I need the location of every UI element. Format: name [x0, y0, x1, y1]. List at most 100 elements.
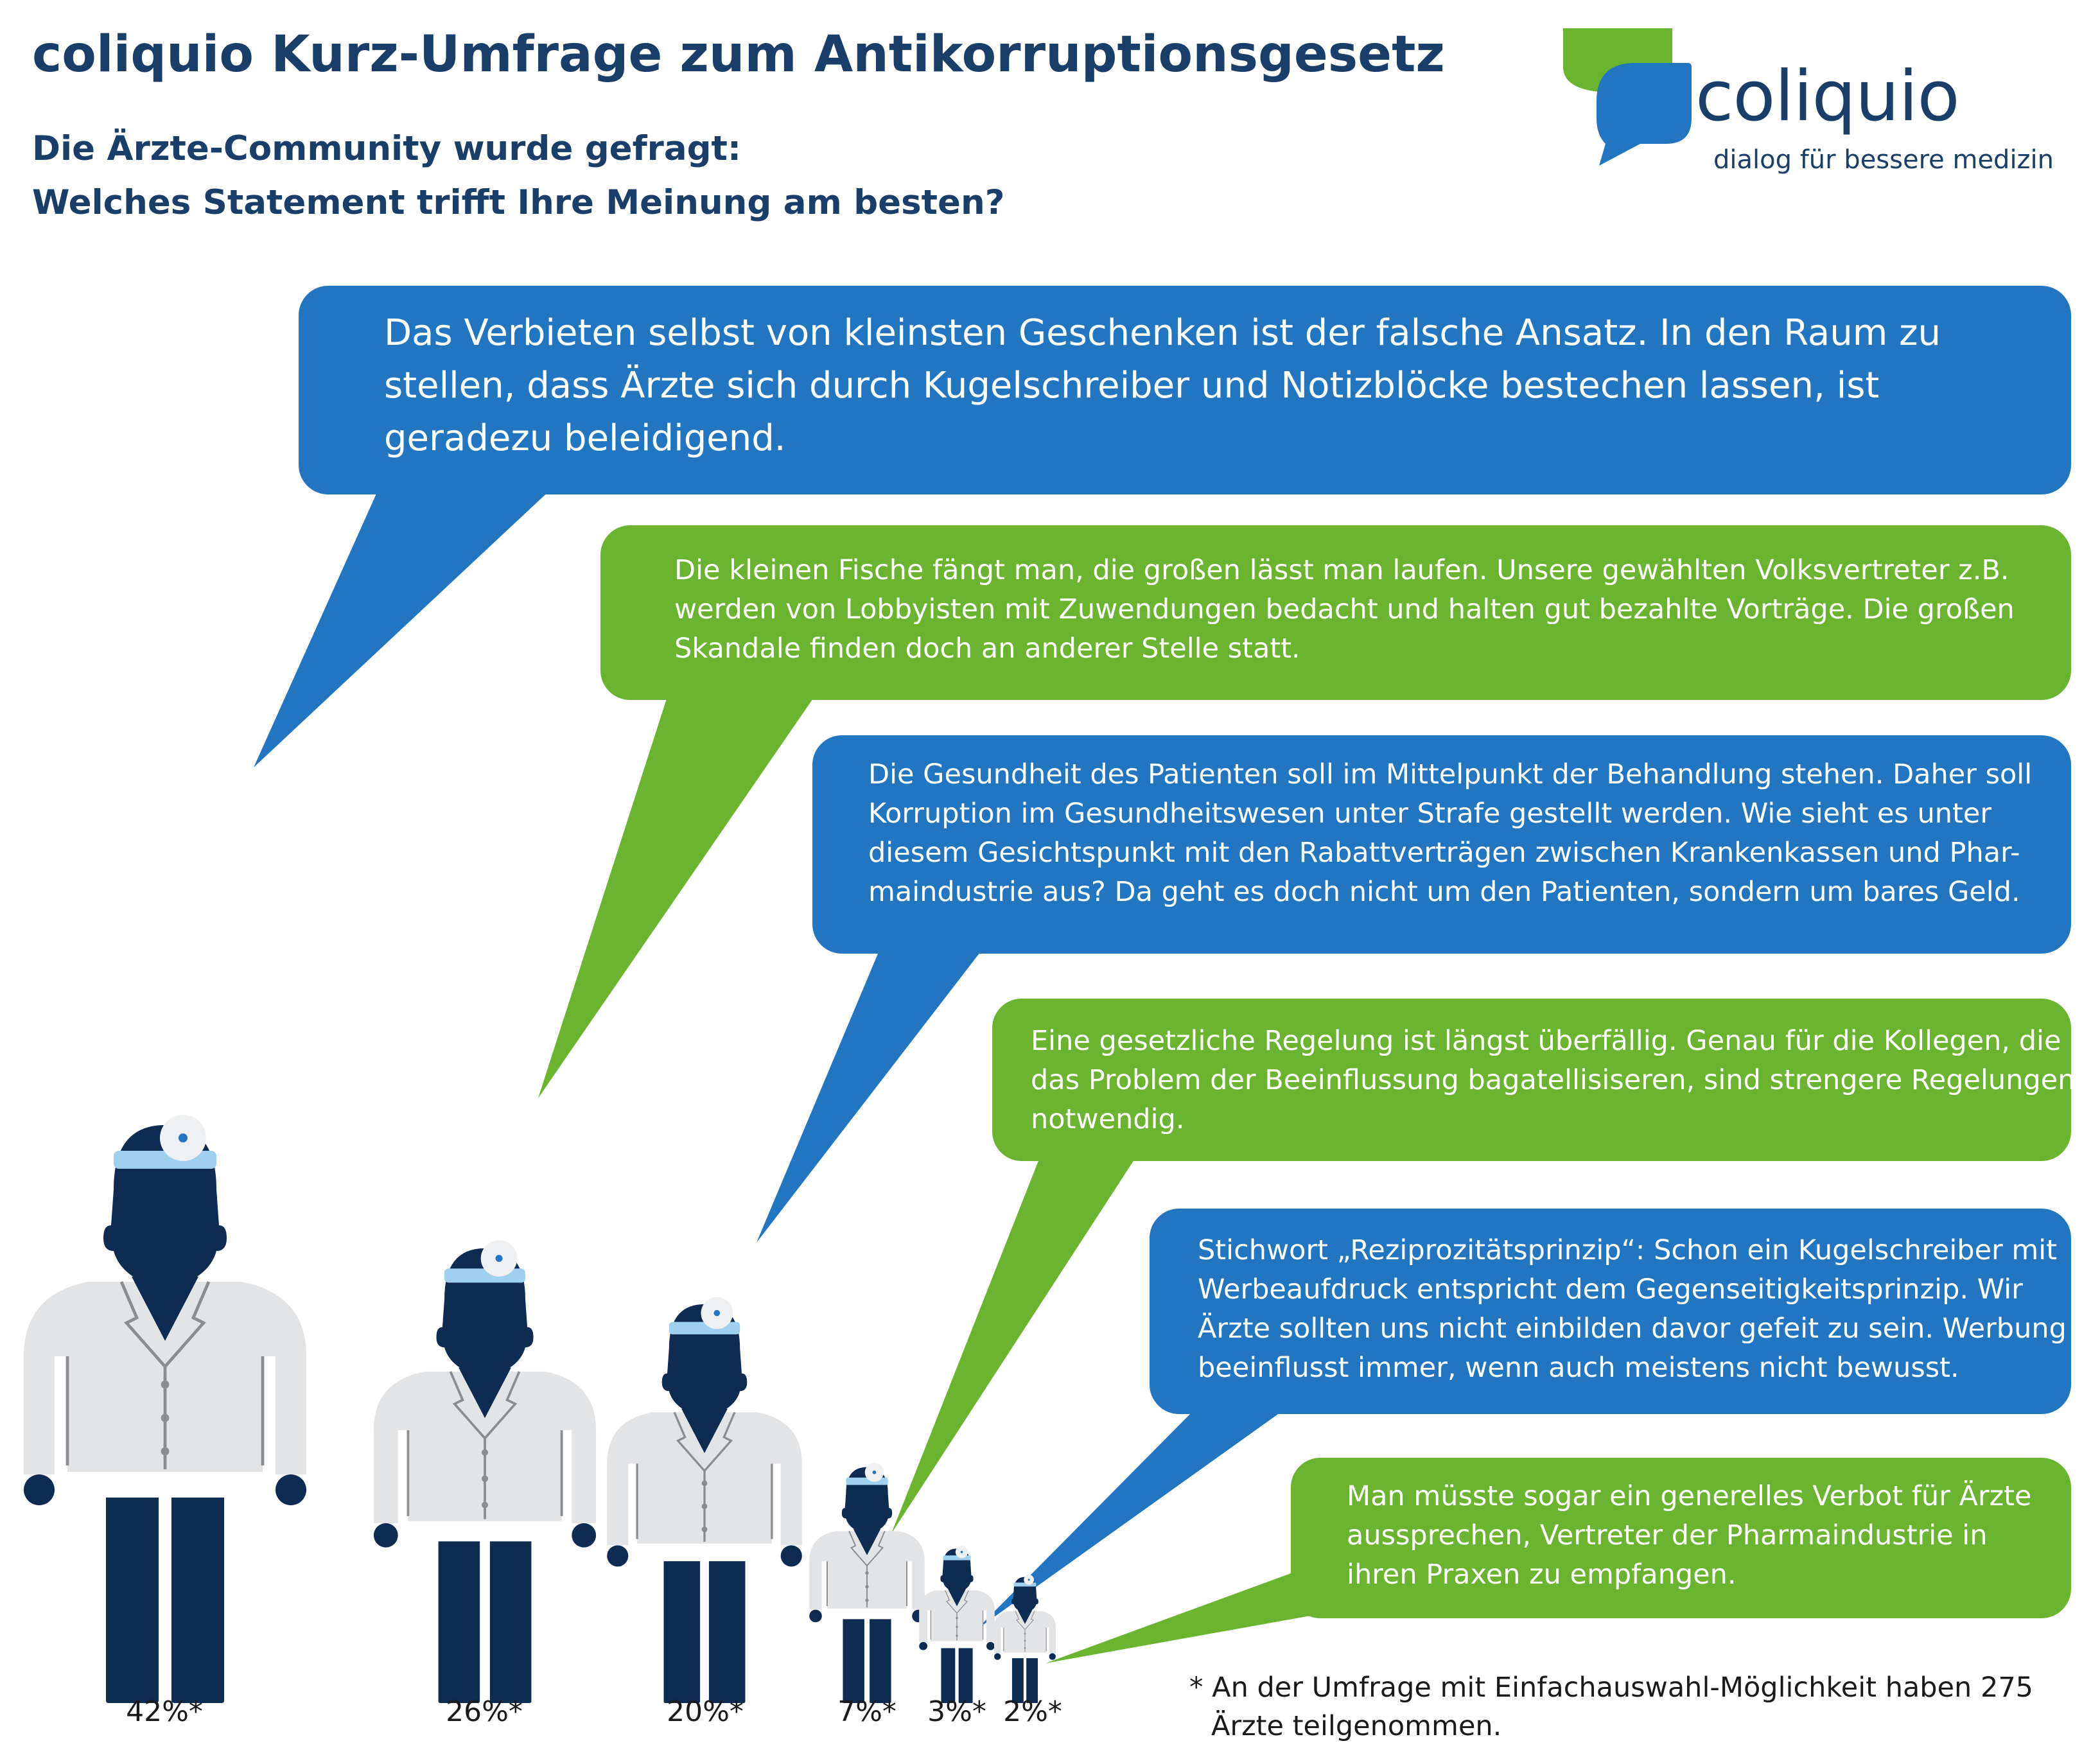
speech-bubble-tail: [976, 1410, 1284, 1630]
statement-line: Stichwort „Reziprozitätsprinzip“: Schon …: [1198, 1234, 2058, 1266]
logo-wordmark: coliquio: [1695, 57, 1960, 137]
figure-button: [956, 1625, 958, 1629]
figure-hand: [919, 1641, 928, 1650]
figure-legs: [941, 1648, 973, 1703]
statement-line: Korruption im Gesundheitswesen unter Str…: [868, 798, 1991, 830]
figure-button: [956, 1634, 958, 1637]
statement-text: Die Gesundheit des Patienten soll im Mit…: [868, 755, 2032, 912]
figure-headband: [943, 1555, 971, 1560]
figure-button: [161, 1447, 170, 1456]
head-mirror-center: [1028, 1578, 1030, 1581]
figure-hand: [809, 1609, 822, 1623]
speech-bubble: [1291, 1458, 2071, 1618]
figure-lapel: [1003, 1611, 1047, 1652]
figure-button: [161, 1413, 170, 1422]
figure-lapel: [407, 1371, 563, 1519]
footnote: * An der Umfrage mit Einfachauswahl-Mögl…: [1189, 1668, 2033, 1745]
statement-line: diesem Gesichtspunkt mit den Rabattvertr…: [868, 837, 2020, 869]
figure-button: [481, 1475, 489, 1482]
figure-button: [701, 1503, 708, 1510]
head-mirror-center: [179, 1133, 188, 1142]
figure-legs: [106, 1498, 224, 1703]
footnote-line: * An der Umfrage mit Einfachauswahl-Mögl…: [1189, 1672, 2034, 1704]
figure-button: [161, 1380, 170, 1389]
statement-line: Die kleinen Fische fängt man, die großen…: [674, 554, 2009, 586]
statement-line: ihren Praxen zu empfangen.: [1347, 1559, 1737, 1591]
statement-line: Die Gesundheit des Patienten soll im Mit…: [868, 758, 2033, 791]
figure-hand: [607, 1545, 629, 1567]
figure-neck: [681, 1408, 728, 1453]
statement-text: Stichwort „Reziprozitätsprinzip“: Schon …: [1198, 1231, 2067, 1388]
figure-hand: [1049, 1653, 1056, 1660]
statement-line: das Problem der Beeinflussung bagatellis…: [1031, 1064, 2076, 1096]
speech-bubble-tail: [757, 949, 983, 1243]
statement-line: geradezu beleidigend.: [384, 417, 786, 459]
figure-lapel: [636, 1412, 773, 1542]
figure-hand: [373, 1523, 398, 1548]
figure-button: [865, 1585, 869, 1589]
speech-bubble: [992, 999, 2071, 1161]
figure-button: [1024, 1632, 1026, 1635]
figure-hand: [572, 1523, 597, 1548]
speech-bubble: [1150, 1209, 2071, 1414]
figure-headband: [114, 1151, 216, 1169]
figure-button: [1024, 1647, 1026, 1649]
percentage-label: 26%*: [446, 1695, 523, 1728]
figure-neck: [948, 1589, 966, 1607]
figure-legs: [843, 1619, 891, 1703]
statement-line: beeinflusst immer, wenn auch meistens ni…: [1198, 1352, 1959, 1384]
statement-line: aussprechen, Vertreter der Pharmaindustr…: [1347, 1519, 1988, 1551]
figure-hand: [276, 1474, 306, 1505]
speech-bubble-tail: [538, 695, 816, 1098]
doctor-figure-6: [993, 1575, 1056, 1703]
figure-button: [701, 1480, 708, 1487]
statement-line: werden von Lobbyisten mit Zuwendungen be…: [674, 593, 2015, 625]
page-title: coliquio Kurz-Umfrage zum Antikorruption…: [32, 26, 1445, 83]
statement-text: Man müsste sogar ein generelles Verbot f…: [1347, 1477, 2031, 1595]
figure-headband: [846, 1477, 888, 1485]
percentage-label: 7%*: [837, 1695, 897, 1728]
figure-neck: [1017, 1610, 1033, 1624]
statement-line: Das Verbieten selbst von kleinsten Gesch…: [384, 312, 1941, 354]
figure-headband: [444, 1268, 525, 1283]
speech-bubble: [812, 735, 2071, 954]
figure-hand: [986, 1641, 995, 1650]
figure-neck: [459, 1367, 511, 1419]
head-mirror-center: [495, 1255, 503, 1263]
speech-bubble-tail: [1046, 1573, 1368, 1663]
doctor-figure-3: [607, 1297, 802, 1703]
doctor-figure-2: [373, 1240, 597, 1703]
statement-line: stellen, dass Ärzte sich durch Kugelschr…: [384, 365, 1880, 406]
figure-legs: [438, 1541, 532, 1703]
subtitle-line: Die Ärzte-Community wurde gefragt:: [32, 129, 742, 168]
footnote-line: Ärzte teilgenommen.: [1211, 1710, 1502, 1742]
speech-bubble-tail: [891, 1156, 1137, 1534]
statement-line: notwendig.: [1031, 1103, 1185, 1135]
head-mirror-center: [960, 1550, 963, 1553]
statement-line: Skandale finden doch an anderer Stelle s…: [674, 633, 1300, 665]
figure-button: [865, 1571, 869, 1575]
speech-bubble: [299, 286, 2071, 494]
logo-tagline: dialog für bessere medizin: [1713, 145, 2054, 175]
percentage-label: 3%*: [927, 1695, 986, 1728]
figure-lapel: [66, 1281, 265, 1469]
figure-button: [701, 1526, 708, 1532]
figure-hand: [24, 1474, 55, 1505]
speech-bubbles-logo-icon: [1563, 28, 1692, 166]
figure-button: [956, 1616, 958, 1620]
figure-button: [481, 1501, 489, 1508]
logo-blue-bubble: [1597, 63, 1692, 166]
figure-button: [481, 1449, 489, 1456]
statement-line: Eine gesetzliche Regelung ist längst übe…: [1031, 1025, 2061, 1057]
figure-headband: [1013, 1582, 1037, 1587]
statement-line: Werbeaufdruck entspricht dem Gegenseitig…: [1198, 1273, 2023, 1306]
figure-lapel: [826, 1530, 908, 1608]
figure-hand: [993, 1653, 1001, 1660]
figure-neck: [853, 1528, 881, 1555]
statement-text: Das Verbieten selbst von kleinsten Gesch…: [384, 307, 1941, 465]
statement-text: Die kleinen Fische fängt man, die großen…: [674, 551, 2015, 669]
figure-legs: [663, 1561, 746, 1703]
